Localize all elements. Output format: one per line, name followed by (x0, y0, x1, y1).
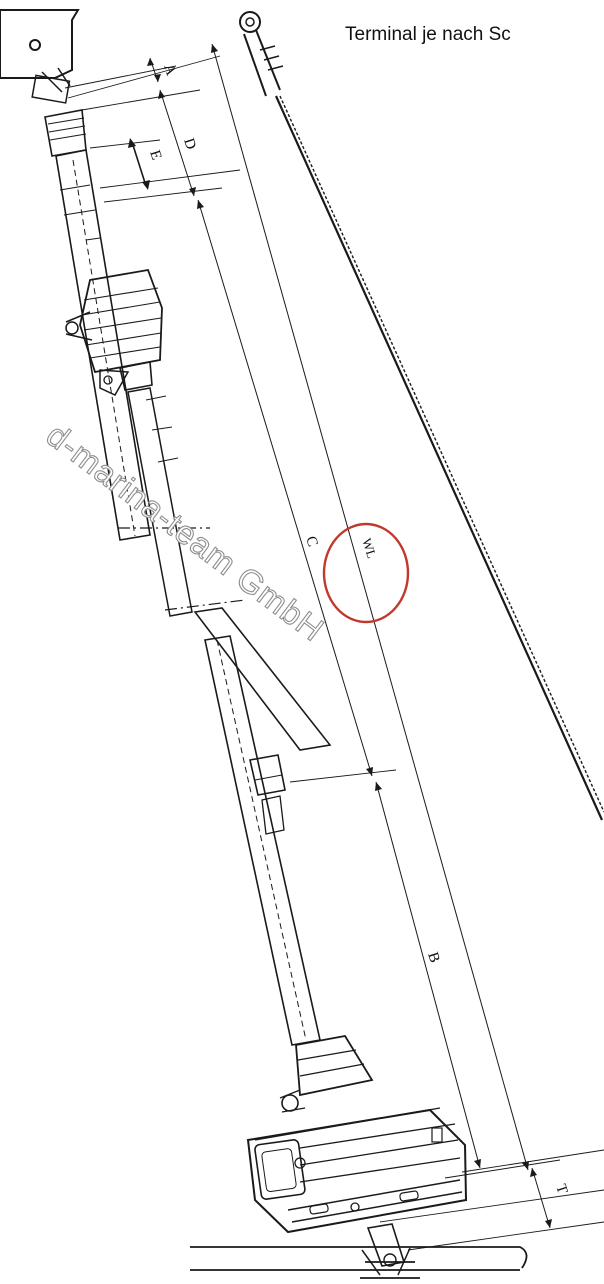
upper-rod (44, 109, 210, 541)
furling-drum (246, 1035, 468, 1234)
lower-rod (164, 599, 332, 1046)
dim-label-d: D (180, 136, 199, 151)
forestay-wire (239, 11, 604, 821)
dim-label-t: T (552, 1182, 570, 1196)
dim-label-e: E (146, 148, 164, 162)
dim-label-c: C (302, 534, 320, 548)
dim-label-b: B (424, 950, 442, 964)
mast-fitting (0, 9, 80, 104)
furler-boot (65, 268, 193, 617)
wl-highlight-circle (322, 522, 410, 624)
dim-label-a: A (160, 62, 179, 77)
dim-label-wl: WL (359, 536, 380, 560)
dimension-lines (64, 43, 604, 1251)
caption-text: Terminal je nach Sc (345, 24, 511, 45)
deck-toggle (190, 1223, 528, 1279)
